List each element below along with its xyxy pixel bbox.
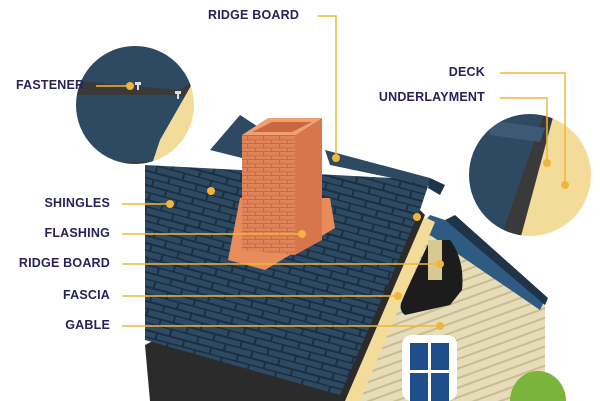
label-ridge-board-top: RIDGE BOARD (208, 8, 300, 22)
fastener-inset (75, 45, 195, 165)
label-ridge-board-left: RIDGE BOARD (18, 256, 110, 270)
leader-lines (96, 15, 566, 327)
deck-inset (468, 113, 592, 237)
label-fastener: FASTENER (16, 78, 85, 92)
label-shingles: SHINGLES (44, 196, 110, 210)
label-flashing: FLASHING (44, 226, 110, 240)
bush (510, 371, 566, 401)
label-underlayment: UNDERLAYMENT (378, 90, 485, 104)
chimney (228, 118, 335, 270)
label-gable: GABLE (65, 318, 110, 332)
label-deck: DECK (448, 65, 485, 79)
main-roof (145, 115, 445, 401)
house-gable (330, 215, 548, 401)
leader-dots (126, 82, 569, 330)
label-fascia: FASCIA (62, 288, 110, 302)
